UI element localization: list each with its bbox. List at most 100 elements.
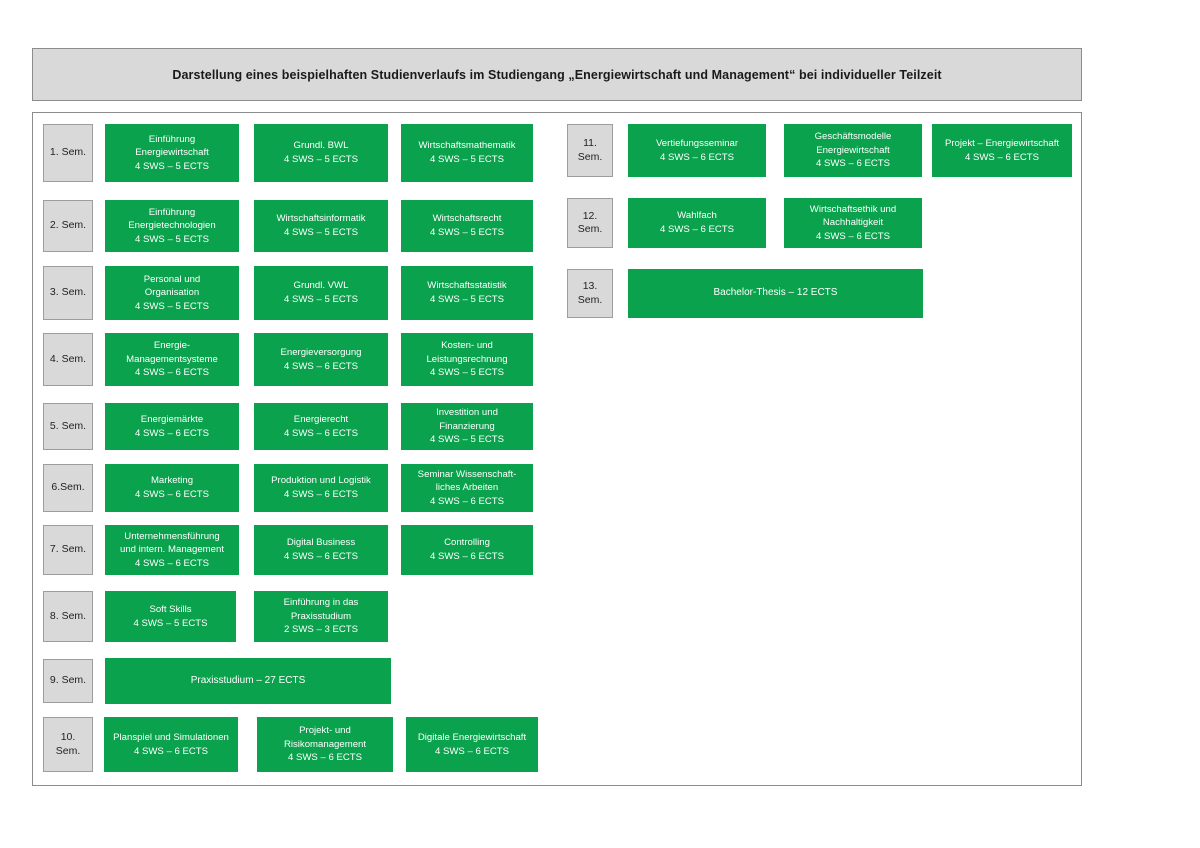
course-workload: 4 SWS – 5 ECTS xyxy=(133,617,208,629)
course-title: Wirtschaftsethik und Nachhaltigkeit xyxy=(809,203,897,229)
course-title: Unternehmensführung und intern. Manageme… xyxy=(120,530,224,556)
course-workload: 4 SWS – 6 ECTS xyxy=(287,752,363,764)
diagram-title-banner: Darstellung eines beispielhaften Studien… xyxy=(32,48,1082,101)
course-title: Einführung in das Praxisstudium xyxy=(283,597,359,622)
course-workload: 4 SWS – 6 ECTS xyxy=(283,551,359,562)
course-workload: 4 SWS – 5 ECTS xyxy=(283,154,359,165)
course-title: Investition und Finanzierung xyxy=(436,407,498,432)
course-workload: 4 SWS – 6 ECTS xyxy=(283,360,359,372)
semester-label-text: 7. Sem. xyxy=(49,543,87,556)
course-title: Einführung Energiewirtschaft xyxy=(135,133,209,159)
course-box-sem4-3[interactable]: Kosten- und Leistungsrechnung 4 SWS – 5 E… xyxy=(401,333,533,386)
semester-label-13: 13. Sem. xyxy=(567,269,613,318)
course-box-sem2-3[interactable]: Wirtschaftsrecht 4 SWS – 5 ECTS xyxy=(401,200,533,252)
semester-label-text: 13. Sem. xyxy=(577,280,603,306)
course-title: Wirtschaftsmathematik xyxy=(418,140,516,152)
course-workload: 4 SWS – 5 ECTS xyxy=(429,367,505,379)
course-box-sem6-2[interactable]: Produktion und Logistik 4 SWS – 6 ECTS xyxy=(254,464,388,512)
semester-label-5: 5. Sem. xyxy=(43,403,93,450)
course-workload: 4 SWS – 6 ECTS xyxy=(659,224,735,235)
semester-label-text: 11. Sem. xyxy=(577,137,603,163)
semester-label-text: 10. Sem. xyxy=(55,731,81,757)
course-title: Energierecht xyxy=(293,413,349,425)
course-title: Energieversorgung xyxy=(280,346,362,358)
course-workload: 4 SWS – 6 ECTS xyxy=(964,151,1040,163)
course-title: Wirtschaftsrecht xyxy=(432,213,502,225)
course-title: Vertiefungsseminar xyxy=(655,137,739,149)
course-workload: 4 SWS – 5 ECTS xyxy=(134,300,210,312)
course-box-sem12-1[interactable]: Wahlfach 4 SWS – 6 ECTS xyxy=(628,198,766,248)
semester-label-9: 9. Sem. xyxy=(43,659,93,703)
course-workload: 4 SWS – 5 ECTS xyxy=(283,227,359,238)
course-box-sem8-2[interactable]: Einführung in das Praxisstudium 2 SWS – 3… xyxy=(254,591,388,642)
semester-label-11: 11. Sem. xyxy=(567,124,613,177)
course-workload: 4 SWS – 6 ECTS xyxy=(815,158,891,170)
course-box-sem5-2[interactable]: Energierecht 4 SWS – 6 ECTS xyxy=(254,403,388,450)
course-workload: 4 SWS – 6 ECTS xyxy=(283,489,359,500)
course-title: Wahlfach xyxy=(677,210,717,222)
course-box-sem10-2[interactable]: Projekt- und Risikomanagement 4 SWS – 6 E… xyxy=(257,717,393,772)
course-title: Seminar Wissenschaft- liches Arbeiten xyxy=(417,468,517,494)
course-workload: 4 SWS – 5 ECTS xyxy=(429,294,505,305)
semester-label-text: 9. Sem. xyxy=(49,674,87,687)
course-title: Projekt – Energiewirtschaft xyxy=(944,137,1060,149)
course-box-sem7-3[interactable]: Controlling 4 SWS – 6 ECTS xyxy=(401,525,533,575)
course-title: Produktion und Logistik xyxy=(271,475,371,487)
course-workload: 4 SWS – 5 ECTS xyxy=(429,227,505,238)
course-box-sem1-2[interactable]: Grundl. BWL 4 SWS – 5 ECTS xyxy=(254,124,388,182)
course-box-sem7-1[interactable]: Unternehmensführung und intern. Manageme… xyxy=(105,525,239,575)
course-title: Personal und Organisation xyxy=(143,273,201,299)
course-title: Controlling xyxy=(444,537,490,549)
course-workload: 4 SWS – 5 ECTS xyxy=(283,294,359,305)
course-box-sem11-3[interactable]: Projekt – Energiewirtschaft 4 SWS – 6 ECT… xyxy=(932,124,1072,177)
semester-label-text: 12. Sem. xyxy=(577,209,603,235)
course-workload: 4 SWS – 6 ECTS xyxy=(134,489,210,500)
course-workload: 4 SWS – 6 ECTS xyxy=(429,495,505,507)
course-box-sem6-1[interactable]: Marketing 4 SWS – 6 ECTS xyxy=(105,464,239,512)
semester-label-6: 6.Sem. xyxy=(43,464,93,512)
course-workload: 4 SWS – 6 ECTS xyxy=(283,427,359,439)
course-box-sem13-1[interactable]: Bachelor-Thesis – 12 ECTS xyxy=(628,269,923,318)
course-title: Digitale Energiewirtschaft xyxy=(417,731,527,743)
semester-label-text: 1. Sem. xyxy=(49,146,87,159)
course-box-sem1-3[interactable]: Wirtschaftsmathematik 4 SWS – 5 ECTS xyxy=(401,124,533,182)
course-workload: 4 SWS – 5 ECTS xyxy=(429,154,505,165)
semester-label-text: 8. Sem. xyxy=(49,609,87,622)
course-title: Planspiel und Simulationen xyxy=(113,731,229,743)
semester-label-1: 1. Sem. xyxy=(43,124,93,182)
course-title: Marketing xyxy=(150,475,194,487)
course-title: Kosten- und Leistungsrechnung xyxy=(426,340,508,365)
semester-label-text: 3. Sem. xyxy=(49,286,87,299)
course-workload: 4 SWS – 5 ECTS xyxy=(134,233,210,245)
semester-label-7: 7. Sem. xyxy=(43,525,93,575)
course-box-sem9-1[interactable]: Praxisstudium – 27 ECTS xyxy=(105,658,391,704)
course-title: Bachelor-Thesis – 12 ECTS xyxy=(713,287,838,299)
course-title: Projekt- und Risikomanagement xyxy=(283,725,367,750)
course-workload: 4 SWS – 6 ECTS xyxy=(429,551,505,562)
course-title: Grundl. BWL xyxy=(293,140,349,152)
course-title: Praxisstudium – 27 ECTS xyxy=(190,674,306,686)
course-workload: 2 SWS – 3 ECTS xyxy=(283,624,359,636)
semester-label-12: 12. Sem. xyxy=(567,198,613,248)
course-title: Einführung Energietechnologien xyxy=(128,206,216,232)
course-box-sem4-2[interactable]: Energieversorgung 4 SWS – 6 ECTS xyxy=(254,333,388,386)
semester-label-text: 2. Sem. xyxy=(49,219,87,232)
